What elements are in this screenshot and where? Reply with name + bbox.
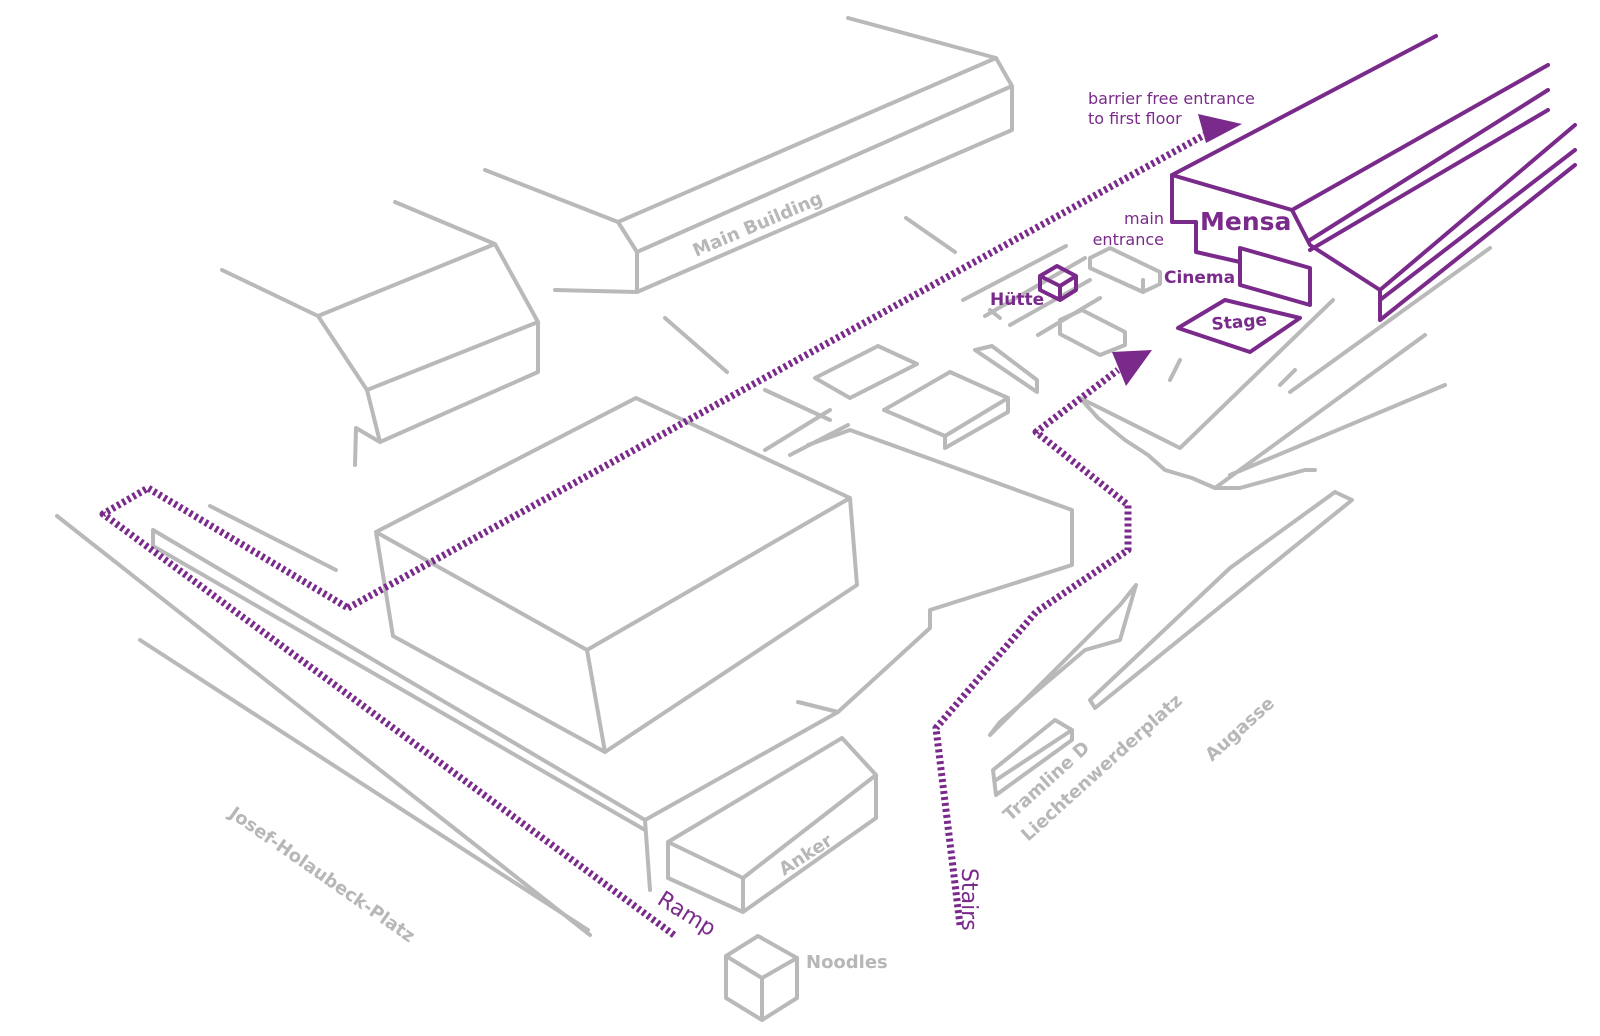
barrier-free-label-line1: barrier free entrance (1088, 89, 1255, 108)
tramline-outline (991, 718, 1074, 797)
stage-label: Stage (1211, 310, 1268, 335)
anker-label: Anker (775, 830, 836, 880)
ramp-route (99, 484, 677, 938)
noodles-label: Noodles (806, 952, 888, 973)
upper-street-lines (904, 216, 1102, 337)
stage-outline (1176, 298, 1302, 354)
anker-outline (666, 736, 878, 914)
central-building-outline (374, 396, 859, 754)
cinema-outline (1238, 246, 1312, 307)
highlighted-buildings (1038, 34, 1577, 354)
stairs-label: Stairs (956, 868, 981, 931)
huette-label: Hütte (990, 290, 1044, 310)
lower-right-streets (1078, 246, 1492, 490)
street-lines-left (55, 514, 592, 937)
noodles-outline (724, 934, 799, 1022)
main-entrance-label-line2: entrance (1093, 230, 1164, 249)
huette-outline (1038, 264, 1078, 302)
courtyard-blocks (663, 316, 1010, 457)
left-building-outline (220, 200, 540, 467)
augasse-edges (988, 490, 1354, 737)
stairs-route (932, 367, 1132, 926)
lower-block-outline (151, 504, 840, 892)
stairs-arrow-icon (1112, 350, 1152, 386)
mensa-label: Mensa (1200, 207, 1291, 236)
gray-buildings (55, 16, 1492, 1022)
barrier-free-route (346, 129, 1210, 612)
small-plates (973, 246, 1162, 394)
main-building-outline (483, 16, 1014, 294)
josef-holaubeck-platz-label: Josef-Holaubeck-Platz (223, 802, 418, 947)
augasse-label: Augasse (1201, 693, 1279, 766)
barrier-free-arrow-icon (1198, 114, 1242, 143)
routes (99, 114, 1242, 938)
central-wing-outline (796, 428, 1074, 714)
liechtenwerderplatz-label: Liechtenwerderplatz (1017, 690, 1186, 845)
barrier-free-label-line2: to first floor (1088, 109, 1182, 128)
cinema-label: Cinema (1164, 268, 1235, 288)
main-entrance-label-line1: main (1124, 209, 1164, 228)
mensa-outline (1170, 34, 1577, 322)
